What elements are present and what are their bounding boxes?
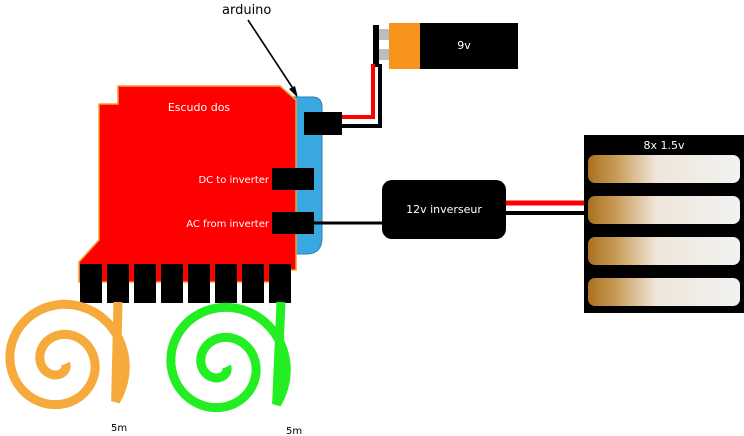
ac-from-inverter-connector bbox=[272, 212, 314, 234]
battery-pack-label: 8x 1.5v bbox=[643, 139, 684, 152]
dc-to-inverter-label: DC to inverter bbox=[198, 175, 269, 186]
wire-9v-black bbox=[340, 64, 382, 128]
header-pin bbox=[80, 264, 102, 303]
battery-9v: 9v bbox=[373, 23, 518, 69]
header-pin-row bbox=[80, 264, 291, 303]
ac-from-inverter-label: AC from inverter bbox=[186, 219, 270, 230]
coil-orange-length-label: 5m bbox=[111, 423, 127, 434]
header-pin bbox=[161, 264, 183, 303]
header-pin bbox=[107, 264, 129, 303]
header-pin bbox=[215, 264, 237, 303]
battery-9v-terminal-bottom bbox=[379, 49, 389, 60]
coil-green bbox=[166, 301, 291, 413]
header-pin bbox=[188, 264, 210, 303]
battery-9v-label: 9v bbox=[457, 39, 471, 52]
battery-cell bbox=[588, 237, 740, 265]
battery-9v-terminal-cap bbox=[373, 25, 379, 67]
header-pin bbox=[134, 264, 156, 303]
wire-9v-red bbox=[340, 64, 375, 119]
inverter-label: 12v inverseur bbox=[406, 203, 482, 216]
arduino-pointer-line bbox=[247, 19, 297, 94]
arduino-pointer-arrowhead bbox=[289, 86, 298, 98]
shield-label: Escudo dos bbox=[168, 101, 231, 114]
coil-green-length-label: 5m bbox=[286, 426, 302, 436]
header-pin bbox=[242, 264, 264, 303]
header-pin bbox=[269, 264, 291, 303]
dc-to-inverter-connector bbox=[272, 168, 314, 190]
coil-orange bbox=[5, 299, 130, 410]
battery-cells bbox=[588, 155, 740, 306]
battery-9v-terminal-top bbox=[379, 29, 389, 40]
arduino-power-jack bbox=[304, 112, 342, 135]
battery-9v-body bbox=[420, 23, 518, 69]
battery-9v-orange-band bbox=[389, 23, 420, 69]
inverter-box bbox=[382, 180, 506, 239]
arduino-label: arduino bbox=[222, 3, 271, 18]
battery-cell bbox=[588, 278, 740, 306]
battery-cell bbox=[588, 196, 740, 224]
battery-cell bbox=[588, 155, 740, 183]
